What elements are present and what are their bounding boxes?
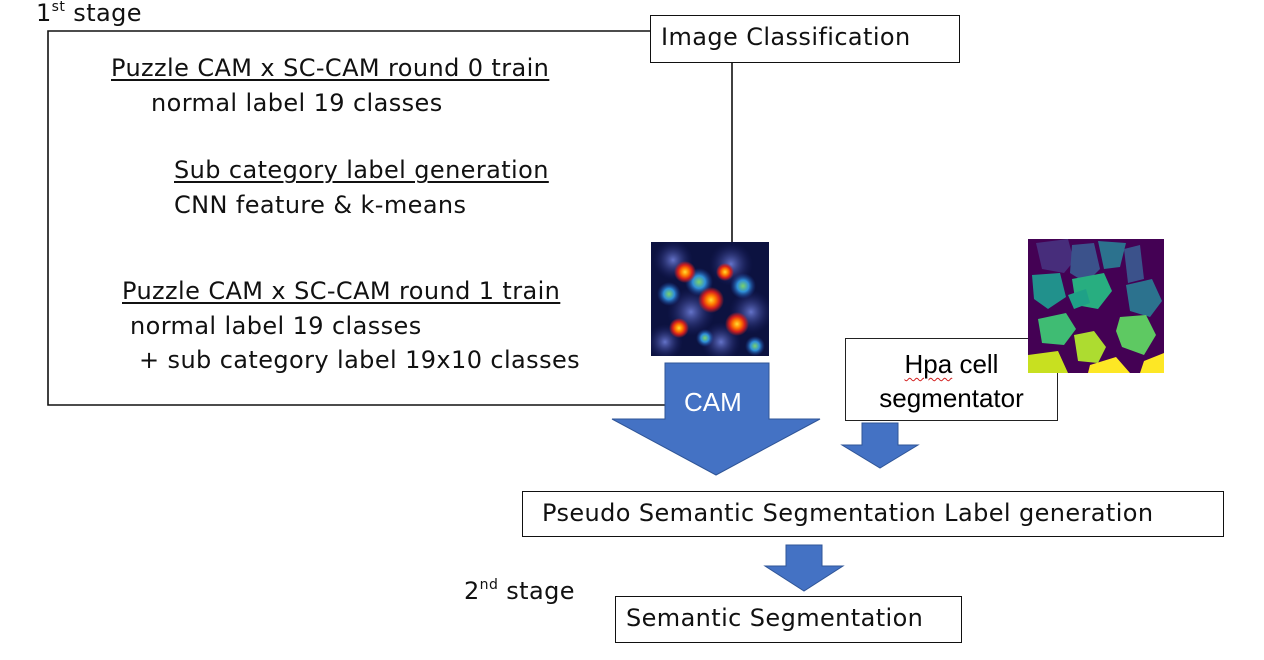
cam-arrow	[611, 362, 821, 476]
hpa-line-2: segmentator	[879, 383, 1024, 413]
round1-detail-1: normal label 19 classes	[130, 312, 422, 340]
stage2-text: stage	[498, 577, 575, 605]
stage1-text: stage	[65, 0, 142, 27]
image-classification-box: Image Classification	[650, 15, 960, 63]
hpa-arrow	[840, 422, 920, 469]
round1-detail-2: + sub category label 19x10 classes	[139, 346, 581, 374]
stage2-suffix: nd	[479, 577, 499, 593]
cam-label: CAM	[684, 387, 742, 417]
round0-title: Puzzle CAM x SC-CAM round 0 train	[111, 54, 550, 82]
round0-detail: normal label 19 classes	[151, 89, 443, 117]
image-classification-label: Image Classification	[661, 23, 911, 51]
subcat-title: Sub category label generation	[174, 156, 549, 184]
hpa-cell-word: cell	[952, 349, 999, 379]
hpa-segmentator-box: Hpa cell segmentator	[845, 338, 1058, 421]
hpa-line-1: Hpa cell	[846, 347, 1057, 381]
pseudo-to-semantic-arrow	[763, 544, 845, 592]
stage1-label: 1st stage	[36, 0, 142, 27]
pseudo-label-generation-box: Pseudo Semantic Segmentation Label gener…	[522, 491, 1224, 537]
semantic-segmentation-box: Semantic Segmentation	[615, 596, 962, 643]
hpa-word: Hpa	[904, 349, 953, 379]
round1-title: Puzzle CAM x SC-CAM round 1 train	[122, 277, 561, 305]
stage2-label: 2nd stage	[464, 577, 575, 605]
stage2-number: 2	[464, 577, 480, 605]
pseudo-label-generation-label: Pseudo Semantic Segmentation Label gener…	[542, 499, 1154, 527]
stage1-number: 1	[36, 0, 52, 27]
subcat-detail: CNN feature & k-means	[174, 191, 467, 219]
segmentation-mask-image	[1028, 239, 1164, 373]
stage1-bracket	[47, 30, 668, 406]
stage1-suffix: st	[51, 0, 66, 15]
cam-heatmap-image	[651, 242, 769, 356]
semantic-segmentation-label: Semantic Segmentation	[626, 604, 924, 632]
